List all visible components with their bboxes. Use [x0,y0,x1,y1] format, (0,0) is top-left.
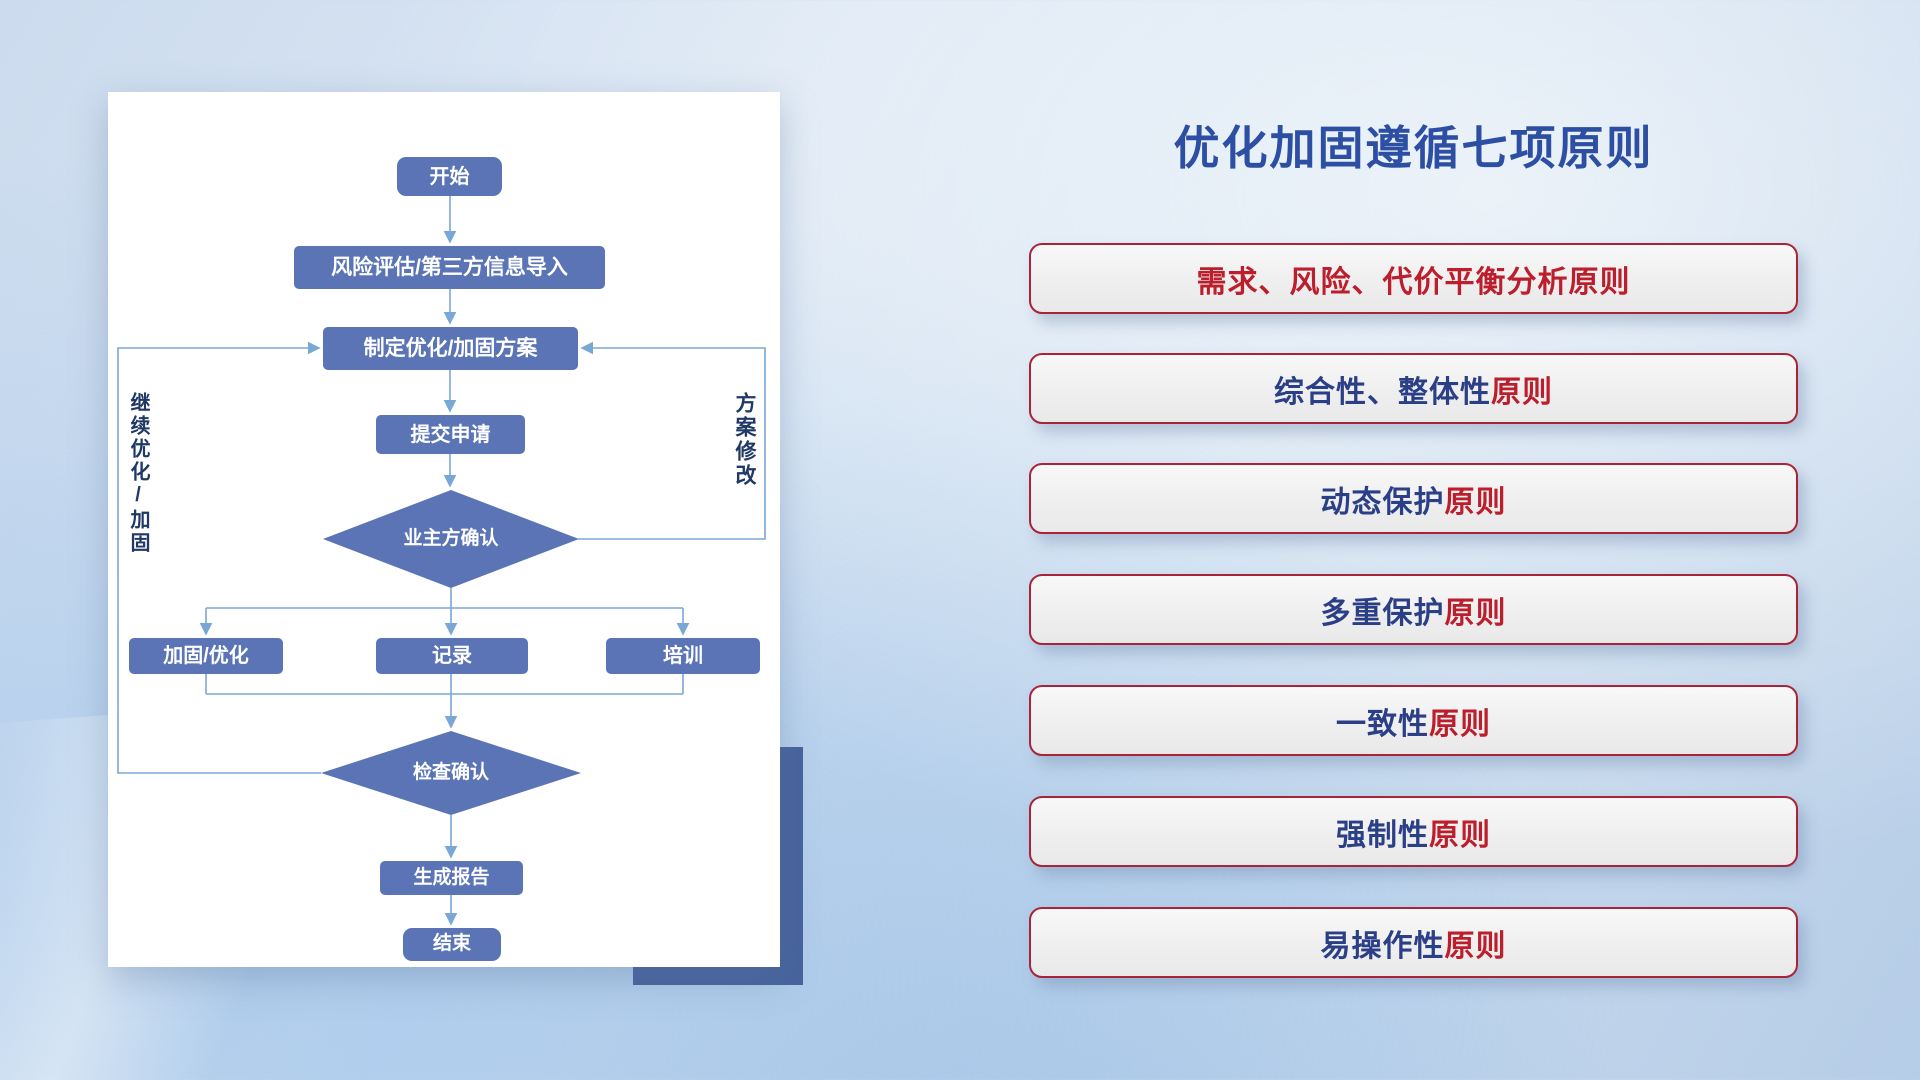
flow-node-start: 开始 [397,157,502,196]
principle-box-6: 强制性原则 [1029,796,1798,867]
loop-label-plan-revision: 方案修改 [733,392,756,488]
flow-node-end: 结束 [403,928,501,961]
flow-node-harden-optimize: 加固/优化 [129,638,283,674]
principle-5-main: 一致性 [1336,707,1429,741]
flowchart-card: 开始 风险评估/第三方信息导入 制定优化/加固方案 提交申请 业主方确认 加固/… [108,92,780,967]
principle-2-suffix: 原则 [1491,375,1553,409]
principles-panel: 优化加固遵循七项原则 需求、风险、代价平衡分析原则 综合性、整体性原则 动态保护… [1029,0,1798,1080]
loop-label-continue-optimize: 继续优化/加固 [127,392,149,555]
panel-title: 优化加固遵循七项原则 [1173,122,1654,174]
principle-box-2: 综合性、整体性原则 [1029,353,1798,424]
principle-7-suffix: 原则 [1444,929,1507,963]
flow-node-check-confirm-label: 检查确认 [412,761,489,783]
principle-1-main: 需求、风险、代价平衡分析 [1196,265,1569,299]
principle-box-4: 多重保护原则 [1029,574,1798,645]
principle-4-main: 多重保护 [1320,596,1445,630]
principle-box-7: 易操作性原则 [1029,907,1798,978]
flow-node-owner-confirm: 业主方确认 [323,490,579,588]
principle-5-suffix: 原则 [1429,707,1491,741]
flowchart-connectors [117,196,766,926]
flow-node-make-plan: 制定优化/加固方案 [323,327,578,370]
flow-node-check-confirm: 检查确认 [321,731,581,815]
flow-node-owner-confirm-label: 业主方确认 [403,527,499,549]
principle-2-main: 综合性、整体性 [1274,375,1491,409]
principle-4-suffix: 原则 [1444,596,1507,630]
principle-1-suffix: 原则 [1568,265,1631,299]
flow-node-submit-request: 提交申请 [376,415,525,454]
principle-6-main: 强制性 [1336,818,1429,852]
principle-7-main: 易操作性 [1320,929,1445,963]
flow-node-risk-assessment: 风险评估/第三方信息导入 [294,246,605,289]
principle-box-5: 一致性原则 [1029,685,1798,756]
principle-3-suffix: 原则 [1444,485,1507,519]
flow-node-generate-report: 生成报告 [380,861,523,895]
flow-node-training: 培训 [606,638,760,674]
principle-box-3: 动态保护原则 [1029,463,1798,534]
principle-box-1: 需求、风险、代价平衡分析原则 [1029,243,1798,314]
principle-6-suffix: 原则 [1429,818,1491,852]
flow-node-record: 记录 [376,638,528,674]
principle-3-main: 动态保护 [1320,485,1445,519]
